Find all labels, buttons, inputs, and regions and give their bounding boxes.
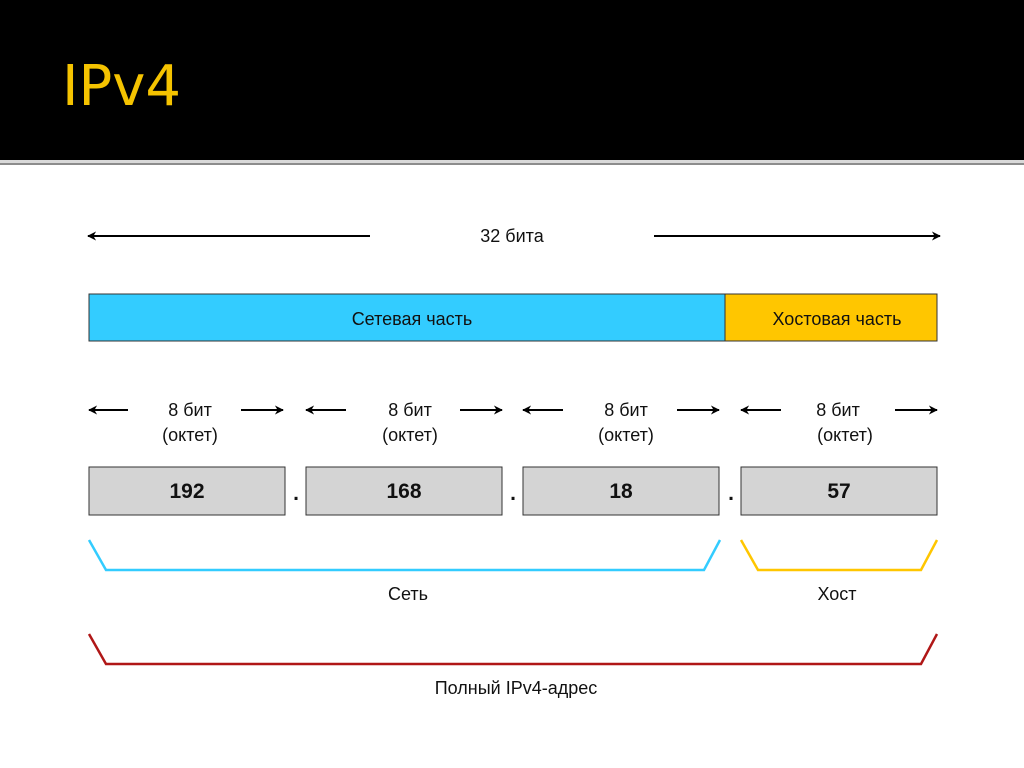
full-address-bracket	[87, 633, 939, 666]
octet3-box	[522, 466, 720, 516]
octet2-octet-label: (октет)	[382, 425, 438, 445]
host-label: Хост	[817, 584, 856, 604]
header-divider-shadow	[0, 163, 1024, 165]
network-bracket	[87, 539, 722, 572]
separator-dot-3: .	[728, 482, 734, 505]
octet1-box	[88, 466, 286, 516]
octet4-box	[740, 466, 938, 516]
octet3-bits-label: 8 бит	[604, 400, 648, 420]
octet3-octet-label: (октет)	[598, 425, 654, 445]
octet2-bits-label: 8 бит	[388, 400, 432, 420]
separator-dot-1: .	[293, 482, 299, 505]
network-label: Сеть	[388, 584, 428, 604]
octet4-value: 57	[827, 480, 850, 503]
total-bits-label: 32 бита	[480, 226, 544, 246]
header-divider	[0, 160, 1024, 163]
octet1-bits-label: 8 бит	[168, 400, 212, 420]
full-address-label: Полный IPv4-адрес	[435, 678, 598, 698]
slide-header	[0, 0, 1024, 160]
octet2-value: 168	[386, 480, 421, 503]
network-part-bar	[88, 293, 726, 342]
octet4-octet-label: (октет)	[817, 425, 873, 445]
host-part-bar	[724, 293, 938, 342]
octet1-octet-label: (октет)	[162, 425, 218, 445]
octet2-box	[305, 466, 503, 516]
octet3-value: 18	[609, 480, 633, 503]
octet4-bits-label: 8 бит	[816, 400, 860, 420]
octet1-value: 192	[169, 480, 204, 503]
network-part-label: Сетевая часть	[352, 309, 473, 329]
host-bracket	[739, 539, 939, 572]
slide-title: IPv4	[62, 54, 182, 119]
host-part-label: Хостовая часть	[773, 309, 902, 329]
separator-dot-2: .	[510, 482, 516, 505]
